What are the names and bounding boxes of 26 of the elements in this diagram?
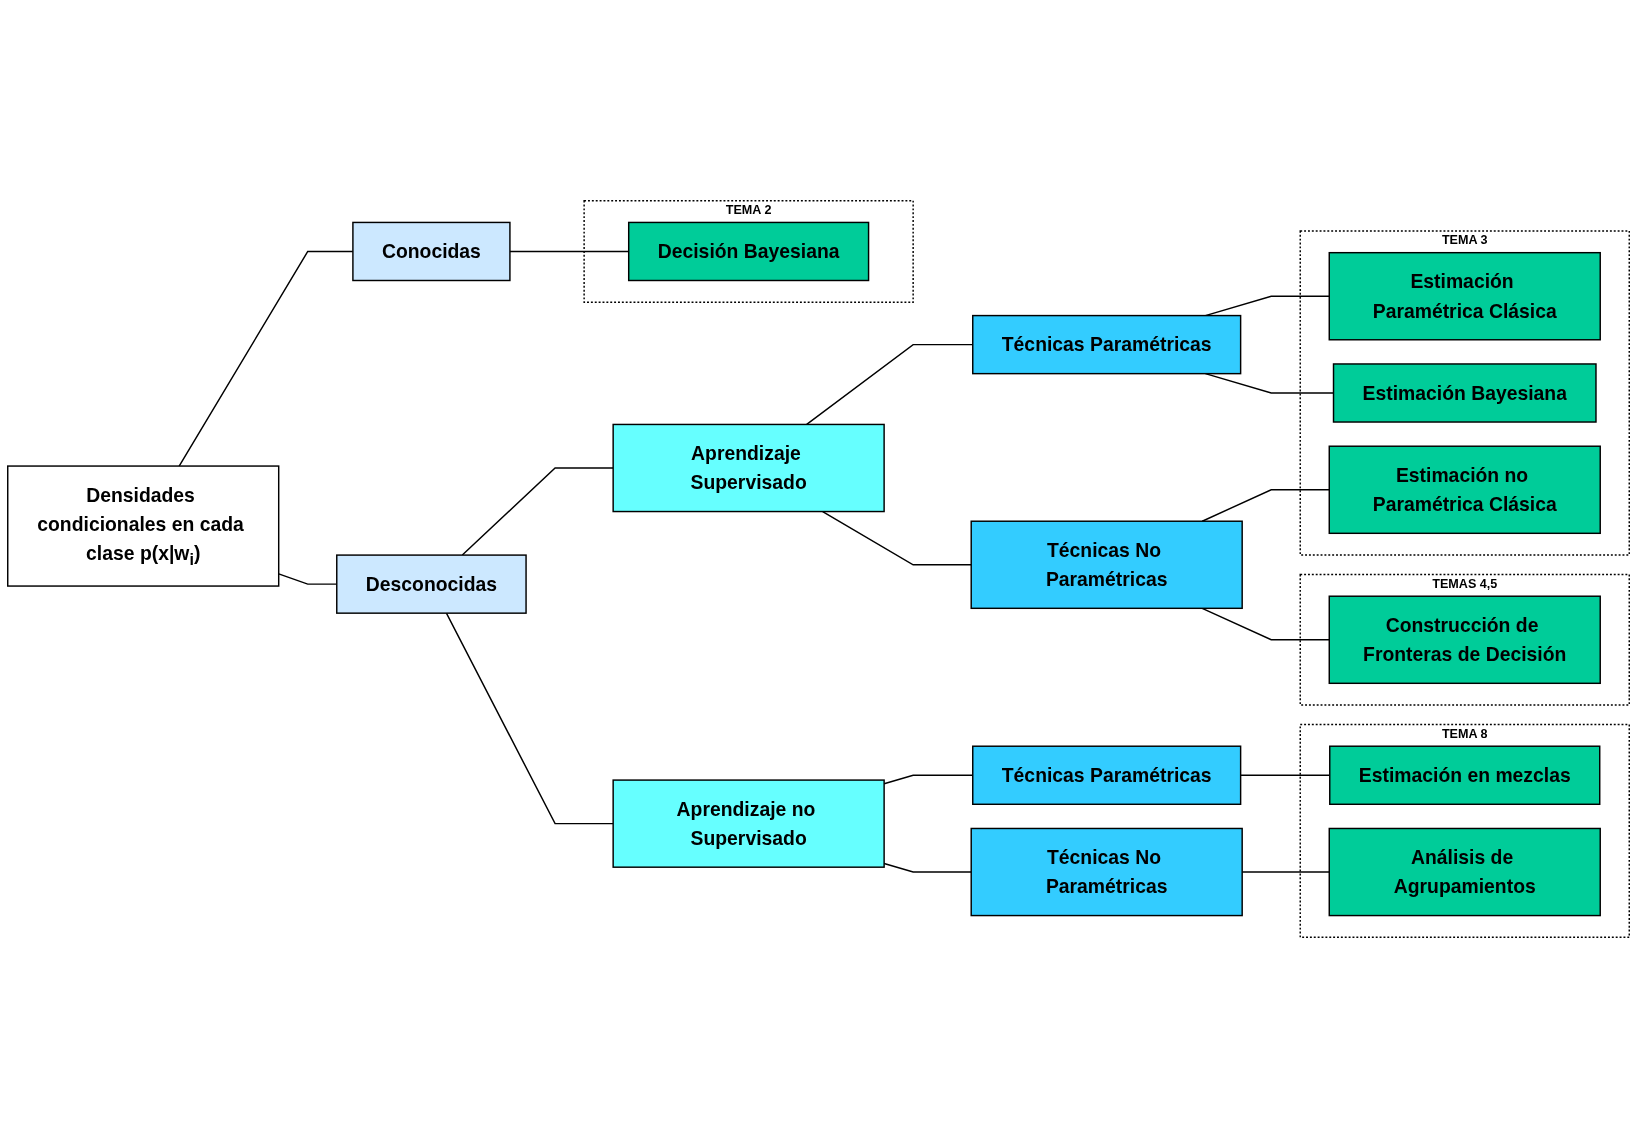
- connector: [883, 862, 972, 873]
- node-box: [336, 554, 527, 614]
- cluster: [1299, 573, 1630, 706]
- node-box: [972, 745, 1242, 805]
- node-box: [627, 221, 870, 282]
- node-box: [352, 221, 511, 282]
- node-box: [1332, 363, 1597, 423]
- connector: [445, 612, 614, 825]
- node-box: [612, 779, 885, 868]
- connector: [1201, 607, 1330, 641]
- connector: [1201, 489, 1330, 522]
- node-box: [972, 314, 1242, 375]
- node-box: [1329, 745, 1601, 805]
- cluster: [1299, 230, 1630, 556]
- cluster: [583, 199, 914, 303]
- node-box: [1328, 827, 1601, 917]
- node-box: [612, 423, 885, 513]
- node-box: [7, 465, 280, 587]
- node-box: [970, 827, 1243, 917]
- connector: [461, 467, 614, 556]
- node-box: [1328, 595, 1601, 685]
- connector: [821, 510, 972, 566]
- node-box: [970, 520, 1243, 610]
- node-box: [1328, 251, 1601, 341]
- node-box: [1328, 445, 1601, 535]
- cluster: [1299, 723, 1630, 939]
